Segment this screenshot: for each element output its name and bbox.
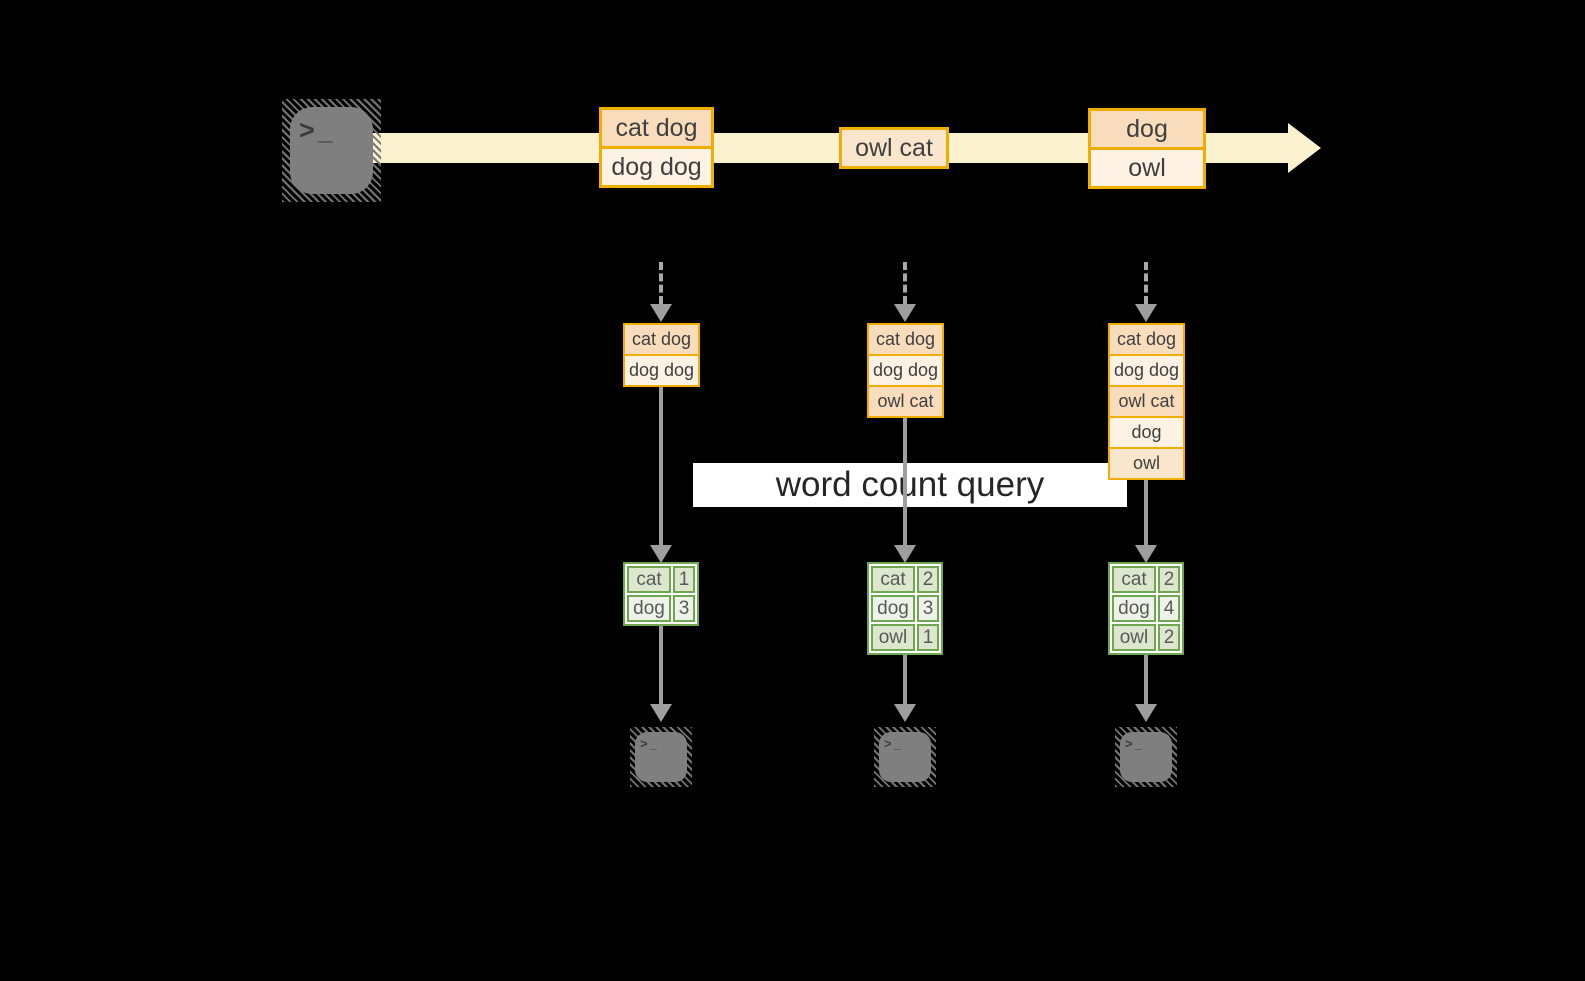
down-arrow-head-icon <box>650 545 672 563</box>
count-row: cat 2 <box>871 566 939 593</box>
count-cell: 3 <box>917 595 939 622</box>
down-arrow-head-icon <box>894 304 916 322</box>
count-cell: 2 <box>917 566 939 593</box>
terminal-prompt-glyph: >_ <box>299 115 336 145</box>
down-arrow-head-icon <box>894 704 916 722</box>
count-row: dog 3 <box>627 595 695 622</box>
word-count-query-label: word count query <box>693 463 1127 507</box>
record-line: dog dog <box>602 146 711 185</box>
terminal-screen <box>879 732 931 782</box>
word-cell: dog <box>1112 595 1156 622</box>
record-line: dog dog <box>1110 354 1183 385</box>
count-cell: 1 <box>917 624 939 651</box>
connector-line <box>659 386 663 546</box>
word-cell: owl <box>1112 624 1156 651</box>
word-cell: dog <box>627 595 671 622</box>
source-terminal-icon: >_ <box>282 99 381 202</box>
word-cell: cat <box>871 566 915 593</box>
stream-record-1: cat dog dog dog <box>599 107 714 188</box>
record-line: dog <box>1110 416 1183 447</box>
record-line: dog dog <box>625 354 698 385</box>
record-line: owl cat <box>1110 385 1183 416</box>
count-cell: 3 <box>673 595 695 622</box>
word-cell: dog <box>871 595 915 622</box>
terminal-prompt-glyph: >_ <box>884 736 903 751</box>
count-row: cat 1 <box>627 566 695 593</box>
record-line: owl cat <box>869 385 942 416</box>
count-row: cat 2 <box>1112 566 1180 593</box>
down-arrow-head-icon <box>650 704 672 722</box>
record-line: cat dog <box>602 110 711 146</box>
count-table-3: cat 2 dog 4 owl 2 <box>1108 562 1184 655</box>
stream-record-3: dog owl <box>1088 108 1206 189</box>
word-cell: cat <box>1112 566 1156 593</box>
down-arrow-head-icon <box>894 545 916 563</box>
accumulated-stack-2: cat dog dog dog owl cat <box>867 323 944 418</box>
record-line: dog <box>1091 111 1203 147</box>
terminal-prompt-glyph: >_ <box>640 736 659 751</box>
down-arrow-head-icon <box>1135 304 1157 322</box>
record-line: cat dog <box>869 325 942 354</box>
count-cell: 2 <box>1158 566 1180 593</box>
output-terminal-icon: >_ <box>630 727 692 787</box>
stream-record-2: owl cat <box>839 127 949 169</box>
terminal-screen <box>1120 732 1172 782</box>
word-cell: cat <box>627 566 671 593</box>
record-line: cat dog <box>1110 325 1183 354</box>
count-cell: 1 <box>673 566 695 593</box>
count-table-1: cat 1 dog 3 <box>623 562 699 626</box>
down-arrow-head-icon <box>650 304 672 322</box>
count-row: dog 3 <box>871 595 939 622</box>
record-line: owl <box>1091 147 1203 186</box>
accumulated-stack-1: cat dog dog dog <box>623 323 700 387</box>
count-row: owl 2 <box>1112 624 1180 651</box>
record-line: cat dog <box>625 325 698 354</box>
count-table-2: cat 2 dog 3 owl 1 <box>867 562 943 655</box>
accumulated-stack-3: cat dog dog dog owl cat dog owl <box>1108 323 1185 480</box>
connector-line <box>659 623 663 705</box>
count-cell: 4 <box>1158 595 1180 622</box>
terminal-prompt-glyph: >_ <box>1125 736 1144 751</box>
connector-line <box>903 651 907 705</box>
dashed-down-arrow <box>903 262 907 304</box>
down-arrow-head-icon <box>1135 704 1157 722</box>
count-row: owl 1 <box>871 624 939 651</box>
count-row: dog 4 <box>1112 595 1180 622</box>
terminal-screen <box>290 107 373 194</box>
dashed-down-arrow <box>659 262 663 304</box>
connector-line <box>1144 479 1148 546</box>
record-line: dog dog <box>869 354 942 385</box>
record-line: owl cat <box>842 130 946 166</box>
connector-line <box>903 417 907 546</box>
down-arrow-head-icon <box>1135 545 1157 563</box>
word-cell: owl <box>871 624 915 651</box>
record-line: owl <box>1110 447 1183 478</box>
output-terminal-icon: >_ <box>874 727 936 787</box>
dashed-down-arrow <box>1144 262 1148 304</box>
stream-arrow-head-icon <box>1288 123 1321 173</box>
terminal-screen <box>635 732 687 782</box>
count-cell: 2 <box>1158 624 1180 651</box>
output-terminal-icon: >_ <box>1115 727 1177 787</box>
connector-line <box>1144 651 1148 705</box>
